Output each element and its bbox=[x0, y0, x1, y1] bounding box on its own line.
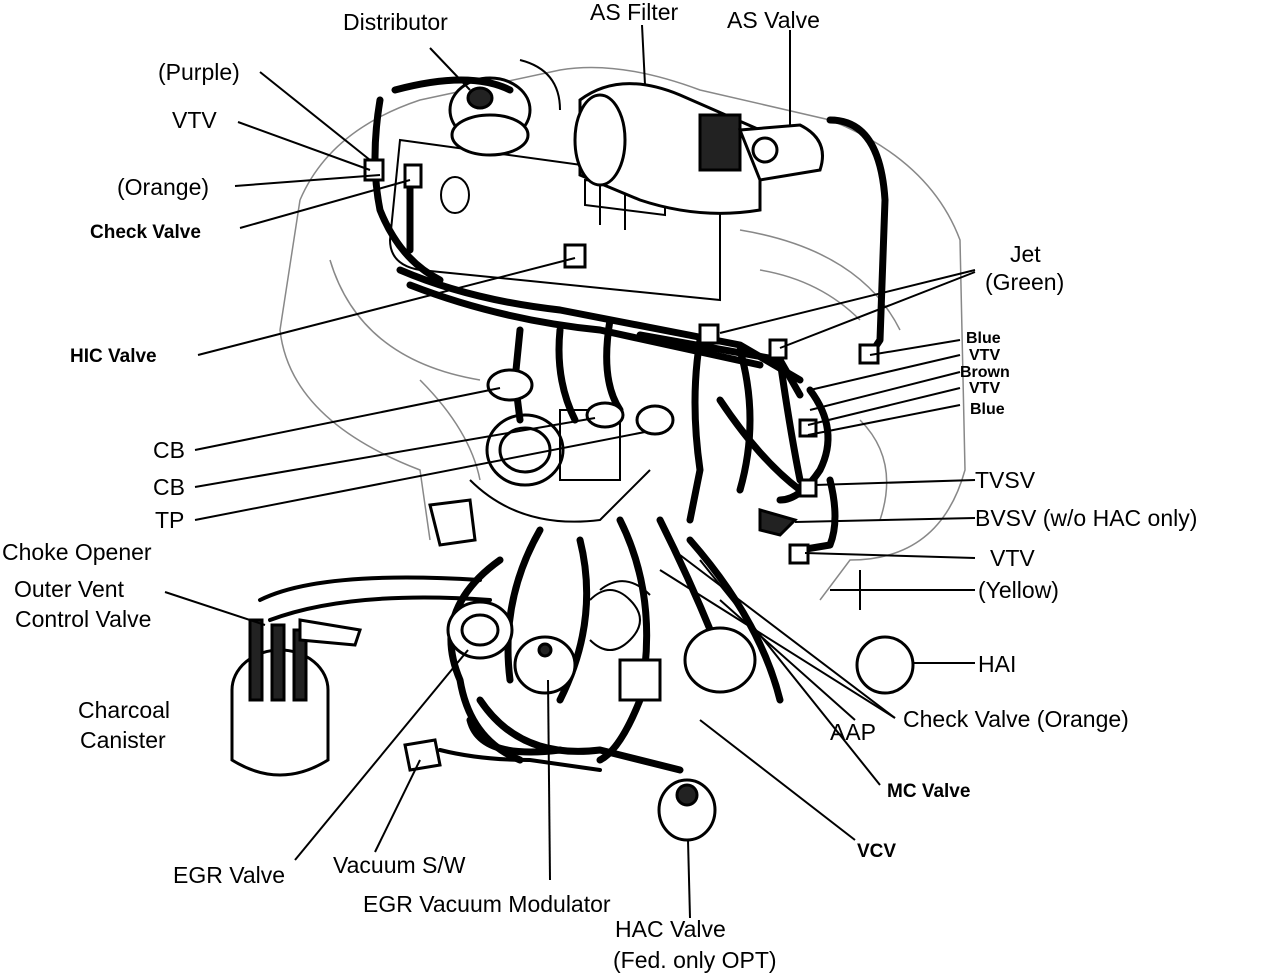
label-canister: Canister bbox=[80, 727, 166, 753]
label-vcv: VCV bbox=[857, 841, 896, 862]
diagram-labels: Distributor AS Filter AS Valve (Purple) … bbox=[2, 0, 1197, 973]
egr-coil-spring bbox=[589, 580, 651, 651]
label-hic-valve: HIC Valve bbox=[70, 346, 157, 367]
egr-valve-body bbox=[446, 600, 514, 660]
label-tp: TP bbox=[155, 507, 184, 533]
label-aap: AAP bbox=[830, 719, 876, 745]
label-purple: (Purple) bbox=[158, 59, 240, 85]
as-valve-body bbox=[737, 123, 824, 182]
label-green: (Green) bbox=[985, 269, 1064, 295]
label-cb-2: CB bbox=[153, 474, 185, 500]
bvsv-body bbox=[758, 508, 798, 537]
label-vtv-small-2: VTV bbox=[969, 380, 1000, 397]
label-outer-vent: Outer Vent bbox=[14, 576, 125, 602]
label-vtv-left: VTV bbox=[172, 107, 217, 133]
label-blue-1: Blue bbox=[966, 330, 1001, 347]
label-brown: Brown bbox=[960, 364, 1010, 381]
label-mc-valve: MC Valve bbox=[887, 781, 970, 802]
outer-vent-control-valve-body bbox=[298, 618, 362, 647]
aap-body bbox=[618, 658, 662, 702]
label-as-filter: AS Filter bbox=[590, 0, 679, 25]
label-bvsv: BVSV (w/o HAC only) bbox=[975, 505, 1197, 531]
vacuum-switch-body bbox=[403, 738, 442, 772]
label-charcoal: Charcoal bbox=[78, 697, 170, 723]
label-orange: (Orange) bbox=[117, 174, 209, 200]
label-tvsv: TVSV bbox=[975, 467, 1036, 493]
charcoal-canister-body bbox=[230, 618, 330, 777]
label-cb-1: CB bbox=[153, 437, 185, 463]
label-vtv-right: VTV bbox=[990, 545, 1035, 571]
label-egr-vacuum-modulator: EGR Vacuum Modulator bbox=[363, 891, 611, 917]
mc-valve-body bbox=[683, 626, 757, 694]
label-control-valve: Control Valve bbox=[15, 606, 151, 632]
hai-body bbox=[855, 570, 915, 695]
label-vtv-small-1: VTV bbox=[969, 347, 1000, 364]
label-jet: Jet bbox=[1010, 241, 1041, 267]
label-hai: HAI bbox=[978, 651, 1016, 677]
label-hac-valve-note: (Fed. only OPT) bbox=[613, 947, 777, 973]
label-as-valve: AS Valve bbox=[727, 7, 820, 33]
label-egr-valve: EGR Valve bbox=[173, 862, 285, 888]
egr-vacuum-modulator-body bbox=[513, 635, 577, 695]
label-yellow: (Yellow) bbox=[978, 577, 1059, 603]
label-hac-valve: HAC Valve bbox=[615, 916, 726, 942]
choke-breaker-valves bbox=[428, 368, 625, 547]
vacuum-hose-harness bbox=[258, 76, 889, 774]
label-vacuum-sw: Vacuum S/W bbox=[333, 852, 466, 878]
label-choke-opener: Choke Opener bbox=[2, 539, 152, 565]
leader-lines bbox=[164, 24, 976, 919]
carburetor-body bbox=[469, 404, 675, 523]
as-filter-body bbox=[573, 82, 762, 215]
label-check-valve-left: Check Valve bbox=[90, 222, 201, 243]
label-distributor: Distributor bbox=[343, 9, 448, 35]
label-check-valve-orange: Check Valve (Orange) bbox=[903, 706, 1129, 732]
label-blue-2: Blue bbox=[970, 401, 1005, 418]
hac-valve-body bbox=[657, 778, 717, 842]
distributor-cap bbox=[448, 59, 561, 157]
